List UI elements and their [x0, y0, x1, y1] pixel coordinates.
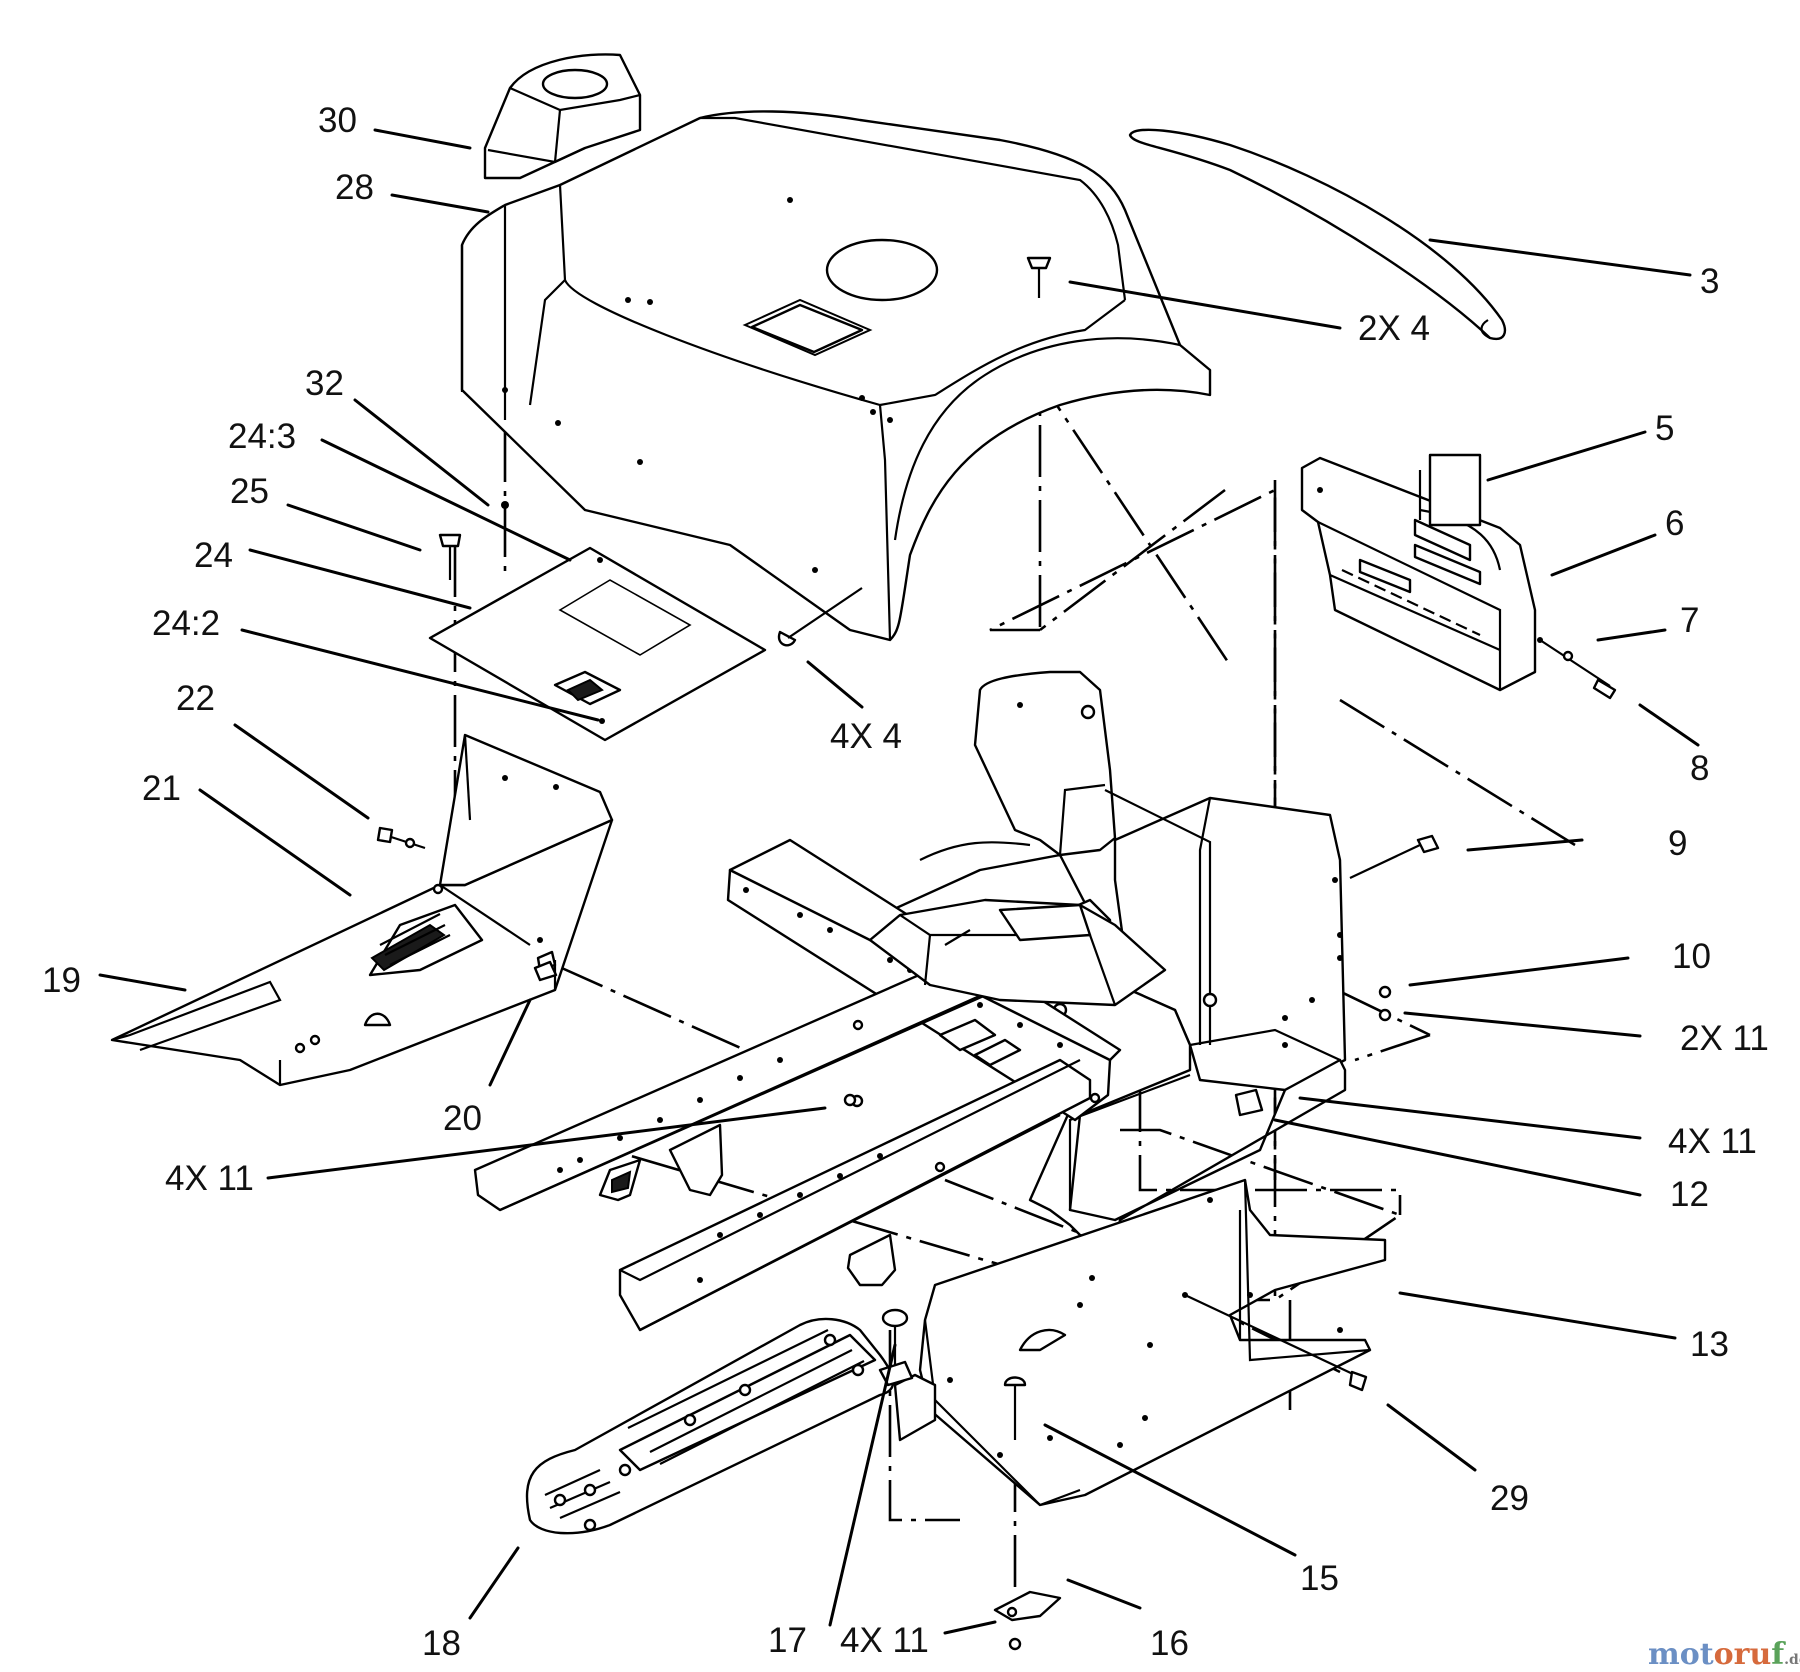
dash-tower-part-30 [483, 53, 642, 180]
svg-text:motoruf.de: motoruf.de [1648, 1637, 1800, 1672]
hood [460, 110, 1212, 642]
nuts [533, 834, 1440, 982]
watermark-part-2: oru [1714, 1637, 1772, 1672]
callout-9: 9 [1668, 824, 1687, 863]
floor-pan-part-13 [893, 1178, 1387, 1507]
watermark-logo: motoruf.de [1648, 1637, 1800, 1672]
callout-18: 18 [422, 1624, 461, 1663]
callout-10: 10 [1672, 937, 1711, 976]
callout-21: 21 [142, 769, 181, 808]
callout-5: 5 [1655, 409, 1674, 448]
callout-4x11-right: 4X 11 [1668, 1122, 1757, 1161]
callout-2x4-top: 2X 4 [1358, 309, 1430, 348]
callout-19: 19 [42, 961, 81, 1000]
callout-15: 15 [1300, 1559, 1339, 1598]
leader-lines [98, 128, 1700, 1635]
footrest-mat-part-18 [525, 1317, 895, 1535]
footrest-pan-part-19 [110, 733, 614, 1087]
callout-22: 22 [176, 679, 215, 718]
callout-20: 20 [443, 1099, 482, 1138]
callout-2x11: 2X 11 [1680, 1019, 1769, 1058]
callout-16: 16 [1150, 1624, 1189, 1663]
callout-24-3: 24:3 [228, 417, 296, 456]
callout-labels: 30 28 3 2X 4 32 24:3 25 24 24:2 5 6 7 8 … [42, 101, 1769, 1663]
callout-13: 13 [1690, 1325, 1729, 1364]
callout-4x11-left: 4X 11 [165, 1159, 254, 1198]
screws [438, 256, 1052, 647]
watermark-part-1: mot [1648, 1637, 1714, 1672]
callout-25: 25 [230, 472, 269, 511]
watermark-part-3: f [1771, 1637, 1786, 1672]
callout-6: 6 [1665, 504, 1684, 543]
callout-3: 3 [1700, 262, 1719, 301]
callout-8: 8 [1690, 749, 1709, 788]
callout-32: 32 [305, 364, 344, 403]
callout-4x4: 4X 4 [830, 717, 902, 756]
callout-24-2: 24:2 [152, 604, 220, 643]
callout-17: 17 [768, 1621, 807, 1660]
watermark-tld: .de [1784, 1652, 1800, 1668]
trim-strip-part-3 [1128, 128, 1506, 341]
callout-7: 7 [1680, 601, 1699, 640]
callout-30: 30 [318, 101, 357, 140]
callout-12: 12 [1670, 1175, 1709, 1214]
callout-29: 29 [1490, 1479, 1529, 1518]
plate-part-24 [428, 546, 767, 742]
bracket-part-6 [1300, 453, 1617, 700]
callout-28: 28 [335, 168, 374, 207]
seat-platform [868, 898, 1167, 1007]
callout-24: 24 [194, 536, 233, 575]
callout-4x11-bottom: 4X 11 [840, 1621, 929, 1660]
